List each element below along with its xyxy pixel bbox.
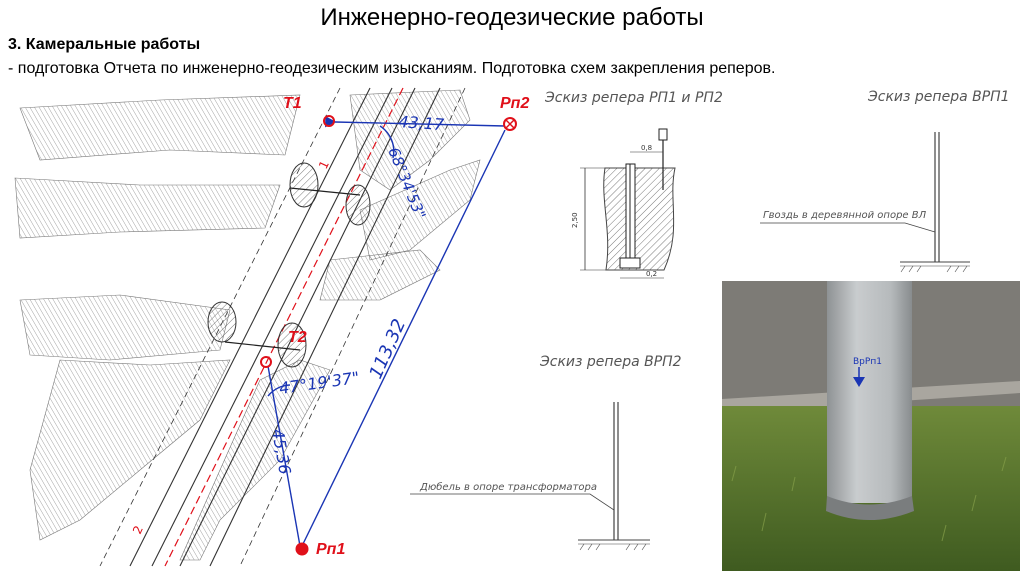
point-t2-label: T2 — [288, 329, 307, 346]
point-t1: T1 — [283, 95, 335, 127]
distance-rp2-rp1: 113,32 — [365, 316, 410, 382]
point-rp2-label: Рп2 — [500, 95, 529, 112]
culvert-middle — [207, 301, 237, 343]
sketch-rp: Эскиз репера РП1 и РП2 0,8 2,50 0,2 — [544, 90, 723, 279]
section-heading: 3. Камеральные работы — [8, 36, 201, 53]
culvert-top-right — [345, 184, 371, 226]
concrete-pole — [827, 281, 912, 503]
benchmark-marker-label: ВрРп1 — [853, 357, 882, 367]
sketch-vrp1-title: Эскиз репера ВРП1 — [867, 89, 1010, 105]
survey-traverse — [267, 116, 506, 547]
point-t2: T2 — [260, 329, 307, 368]
culvert-top — [289, 162, 319, 208]
axis-mark-top: 1 — [316, 158, 332, 171]
section-subtitle: - подготовка Отчета по инженерно-геодези… — [8, 60, 776, 77]
sketch-vrp2-title: Эскиз репера ВРП2 — [539, 354, 682, 370]
culvert-middle-right — [277, 322, 307, 368]
road-lines — [99, 87, 466, 567]
sketch-rp-dim-bottom: 0,2 — [646, 270, 657, 278]
sketch-vrp1: Эскиз репера ВРП1 Гвоздь в деревянной оп… — [760, 89, 1010, 273]
point-rp1-label: Рп1 — [316, 541, 345, 558]
sketch-rp-title: Эскиз репера РП1 и РП2 — [544, 90, 723, 106]
distance-t1-rp2: 43,17 — [398, 112, 446, 134]
sketch-rp-dim-top: 0,8 — [641, 144, 652, 152]
sketch-rp-dim-side: 2,50 — [571, 212, 579, 228]
embankment-hatching — [14, 89, 481, 561]
axis-mark-bottom: 2 — [130, 523, 146, 536]
page-title: Инженерно-геодезические работы — [320, 4, 704, 31]
point-rp1: Рп1 — [295, 541, 345, 558]
point-rp2: Рп2 — [500, 95, 529, 131]
benchmark-photo: ВрРп1 — [722, 281, 1020, 571]
sketch-vrp2-note: Дюбель в опоре трансформатора — [419, 481, 597, 493]
sketch-vrp1-note: Гвоздь в деревянной опоре ВЛ — [763, 210, 927, 221]
point-t1-label: T1 — [283, 95, 302, 112]
sketch-vrp2: Эскиз репера ВРП2 Дюбель в опоре трансфо… — [410, 354, 682, 551]
benchmark-marker: ВрРп1 — [853, 357, 882, 387]
